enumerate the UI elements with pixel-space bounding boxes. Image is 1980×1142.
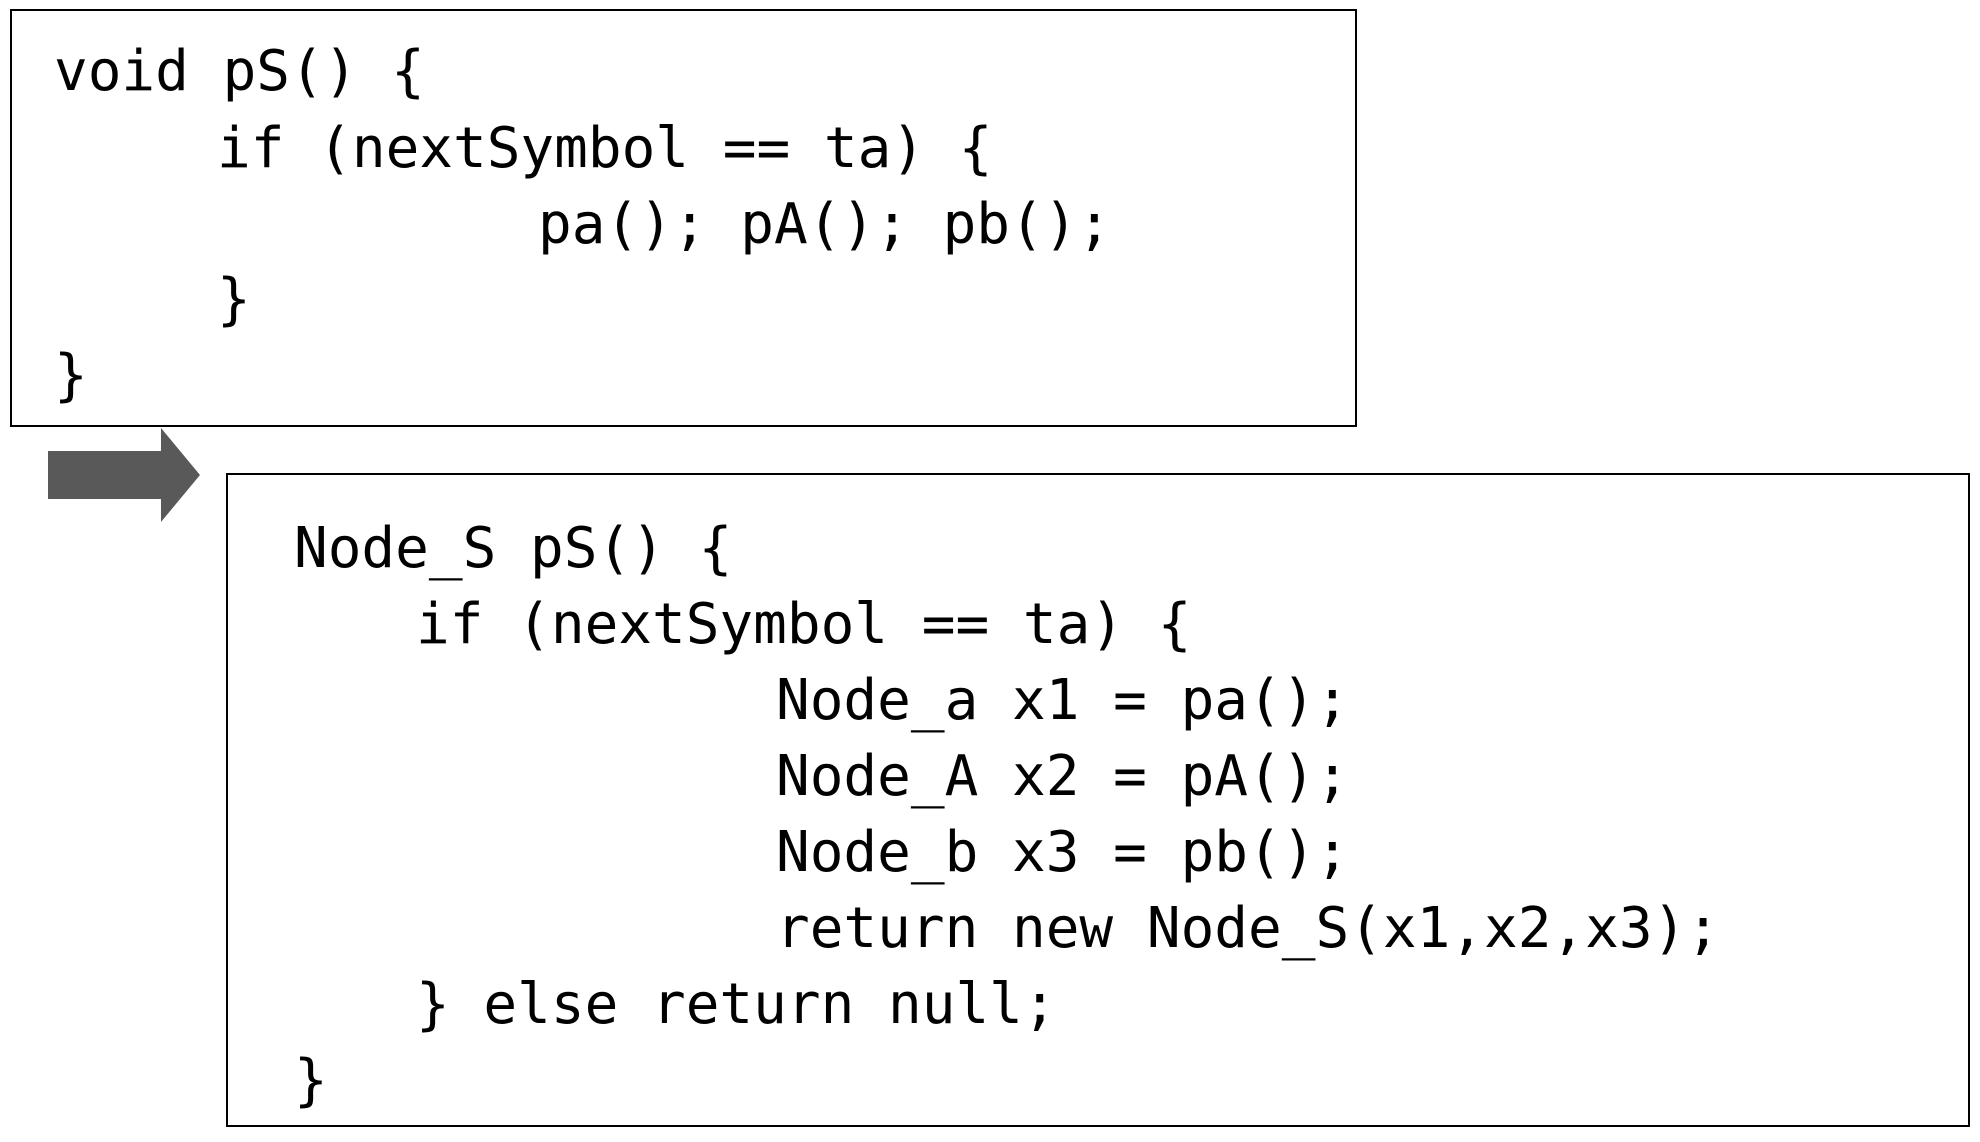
code-line: Node_b x3 = pb(); <box>776 820 1350 885</box>
original-code-block: void pS() { if (nextSymbol == ta) { pa()… <box>10 9 1357 427</box>
code-line: } <box>294 1048 328 1113</box>
code-line: if (nextSymbol == ta) { <box>217 116 993 181</box>
code-line: void pS() { <box>54 39 425 104</box>
code-line: } <box>217 267 251 332</box>
code-line: } else return null; <box>416 972 1057 1037</box>
transformed-code-block: Node_S pS() { if (nextSymbol == ta) { No… <box>226 473 1970 1127</box>
code-line: Node_S pS() { <box>294 516 733 581</box>
code-line: Node_A x2 = pA(); <box>776 744 1350 809</box>
code-line: } <box>54 343 88 408</box>
code-line: return new Node_S(x1,x2,x3); <box>776 896 1721 961</box>
right-arrow-icon <box>48 428 200 522</box>
code-line: Node_a x1 = pa(); <box>776 668 1350 733</box>
code-line: if (nextSymbol == ta) { <box>416 592 1192 657</box>
code-line: pa(); pA(); pb(); <box>538 192 1112 257</box>
